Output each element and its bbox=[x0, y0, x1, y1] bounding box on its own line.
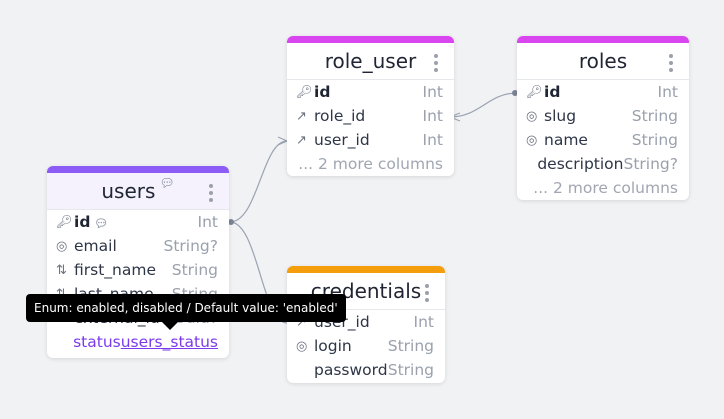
column-name: status bbox=[73, 333, 121, 351]
crowfoot-role-user bbox=[277, 136, 288, 146]
column-row[interactable]: ↗ user_id Int bbox=[287, 128, 454, 152]
table-header[interactable]: users 💬︎ bbox=[47, 173, 229, 210]
more-options-icon[interactable] bbox=[209, 184, 213, 202]
fingerprint-icon: ◎ bbox=[526, 132, 538, 148]
column-name: name bbox=[544, 131, 588, 149]
column-type: Int bbox=[197, 213, 218, 231]
more-columns-link[interactable]: ... 2 more columns bbox=[517, 176, 689, 200]
comment-icon[interactable]: 💬︎ bbox=[159, 176, 175, 190]
column-type: String bbox=[387, 337, 434, 355]
table-header[interactable]: role_user bbox=[287, 43, 454, 80]
column-name: description bbox=[537, 155, 624, 173]
column-row[interactable]: ◎ slug String bbox=[517, 104, 689, 128]
column-type: String bbox=[387, 361, 434, 379]
column-type: String bbox=[631, 107, 678, 125]
column-name: role_id bbox=[314, 107, 366, 125]
column-name: first_name bbox=[74, 261, 156, 279]
table-accent-bar bbox=[287, 266, 445, 273]
fingerprint-icon: ◎ bbox=[526, 108, 538, 124]
column-name: id💬︎ bbox=[74, 213, 109, 231]
column-row[interactable]: description String? bbox=[517, 152, 689, 176]
column-type: String bbox=[631, 131, 678, 149]
table-title: role_user bbox=[324, 49, 417, 73]
column-row[interactable]: status users_status bbox=[47, 330, 229, 354]
table-roles[interactable]: roles 🔑︎ id Int ◎ slug String ◎ name Str… bbox=[517, 36, 689, 200]
relation-line-users-role-user bbox=[229, 140, 288, 223]
table-title: users bbox=[101, 179, 156, 203]
relation-line-role-user-roles bbox=[449, 92, 518, 118]
table-accent-bar bbox=[287, 36, 454, 43]
column-type: Int bbox=[422, 83, 443, 101]
table-header[interactable]: roles bbox=[517, 43, 689, 80]
column-type: String? bbox=[623, 155, 679, 173]
more-columns-label: ... 2 more columns bbox=[533, 179, 678, 197]
sort-icon: ⇅ bbox=[56, 262, 67, 278]
column-name: id bbox=[544, 83, 561, 101]
foreign-key-icon: ↗ bbox=[296, 108, 307, 124]
column-name: login bbox=[314, 337, 352, 355]
endpoint-roles bbox=[512, 90, 518, 96]
column-type: String? bbox=[163, 237, 219, 255]
column-row[interactable]: 🔑︎ id Int bbox=[287, 80, 454, 104]
key-icon: 🔑︎ bbox=[296, 84, 313, 100]
comment-icon[interactable]: 💬︎ bbox=[94, 217, 109, 230]
column-type: String bbox=[171, 261, 218, 279]
column-row[interactable]: ◎ name String bbox=[517, 128, 689, 152]
column-row[interactable]: ◎ email String? bbox=[47, 234, 229, 258]
enum-type-link[interactable]: users_status bbox=[120, 333, 218, 351]
column-name: id bbox=[314, 83, 331, 101]
table-role-user[interactable]: role_user 🔑︎ id Int ↗ role_id Int ↗ user… bbox=[287, 36, 454, 176]
more-columns-link[interactable]: ... 2 more columns bbox=[287, 152, 454, 176]
table-credentials[interactable]: credentials ↗ user_id Int ◎ login String… bbox=[287, 266, 445, 383]
key-icon: 🔑︎ bbox=[56, 214, 73, 230]
more-columns-label: ... 2 more columns bbox=[298, 155, 443, 173]
column-type: Int bbox=[422, 107, 443, 125]
foreign-key-icon: ↗ bbox=[296, 314, 307, 330]
more-options-icon[interactable] bbox=[434, 54, 438, 72]
column-row[interactable]: 🔑︎ id Int bbox=[517, 80, 689, 104]
table-users[interactable]: users 💬︎ 🔑︎ id💬︎ Int ◎ email String? ⇅ f… bbox=[47, 166, 229, 358]
column-type: Int bbox=[657, 83, 678, 101]
column-row[interactable]: password String bbox=[287, 358, 445, 382]
table-accent-bar bbox=[47, 166, 229, 173]
tooltip-arrow bbox=[162, 322, 178, 330]
fingerprint-icon: ◎ bbox=[296, 338, 308, 354]
enum-tooltip: Enum: enabled, disabled / Default value:… bbox=[26, 294, 346, 330]
column-name: user_id bbox=[314, 131, 370, 149]
column-row[interactable]: 🔑︎ id💬︎ Int bbox=[47, 210, 229, 234]
more-options-icon[interactable] bbox=[669, 54, 673, 72]
column-type: Int bbox=[422, 131, 443, 149]
endpoint-users bbox=[228, 219, 234, 225]
tooltip-text: Enum: enabled, disabled / Default value:… bbox=[34, 301, 338, 315]
column-row[interactable]: ⇅ first_name String bbox=[47, 258, 229, 282]
column-name: slug bbox=[544, 107, 577, 125]
fingerprint-icon: ◎ bbox=[56, 238, 68, 254]
column-name: email bbox=[74, 237, 117, 255]
table-title: roles bbox=[578, 49, 628, 73]
column-name: password bbox=[314, 361, 388, 379]
column-row[interactable]: ↗ role_id Int bbox=[287, 104, 454, 128]
column-type: Int bbox=[413, 313, 434, 331]
column-row[interactable]: ◎ login String bbox=[287, 334, 445, 358]
more-options-icon[interactable] bbox=[425, 284, 429, 302]
table-accent-bar bbox=[517, 36, 689, 43]
foreign-key-icon: ↗ bbox=[296, 132, 307, 148]
key-icon: 🔑︎ bbox=[526, 84, 543, 100]
